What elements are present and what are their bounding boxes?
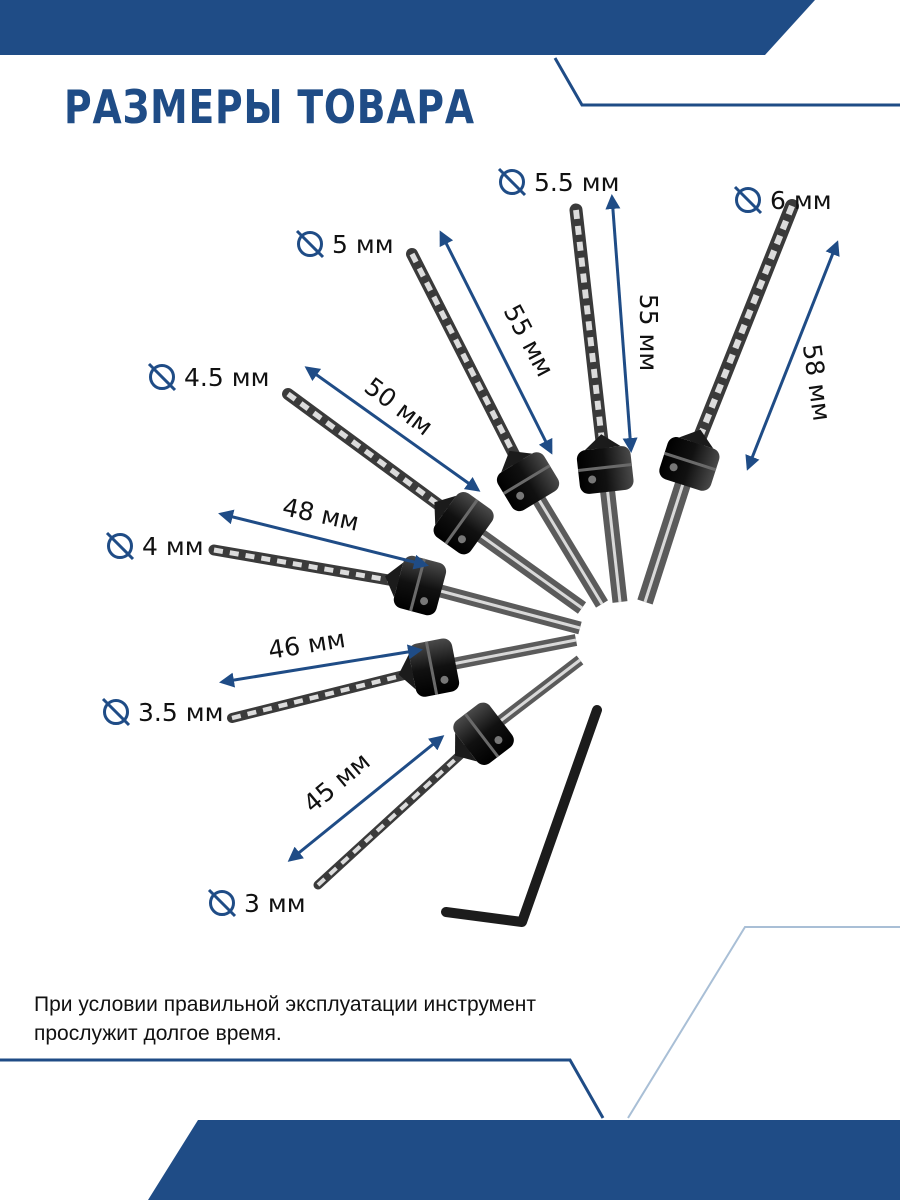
dimension-arrow-3mm (287, 735, 445, 862)
bit-shank-highlight (417, 583, 581, 630)
diameter-label-4mm: 4 мм (104, 530, 204, 562)
bit-shank-highlight (643, 461, 692, 603)
collar-ring (464, 712, 500, 758)
collar-screw (669, 463, 678, 472)
dimension-arrows (218, 194, 840, 862)
bit-shank-highlight (431, 638, 577, 670)
countersink-collar (496, 450, 560, 512)
diameter-label-4.5mm: 4.5 мм (146, 361, 269, 393)
collar-screw (420, 597, 429, 606)
bit-shank-highlight (525, 479, 604, 605)
usage-note: При условии правильной эксплуатации инст… (34, 993, 536, 1045)
dimension-arrow-4.5mm (304, 366, 481, 492)
collar-screw (494, 736, 503, 745)
countersink-cutter (434, 495, 457, 525)
countersink-cutter (454, 732, 478, 762)
countersink-cutter (501, 450, 533, 473)
collar-body (393, 555, 447, 616)
countersink-cutter (678, 429, 714, 449)
drill-bit (637, 199, 799, 605)
diameter-value: 4 мм (142, 531, 204, 561)
diameter-value: 3.5 мм (138, 697, 224, 727)
bit-flute (687, 204, 795, 464)
collar-screw (516, 491, 525, 500)
dimension-arrow-4mm (218, 509, 429, 570)
collar-screw (440, 675, 449, 684)
diameter-icon (147, 362, 177, 392)
bottom-accent-line (627, 926, 900, 1119)
collar-screw (457, 535, 466, 544)
top-band (0, 0, 815, 55)
diameter-label-3mm: 3 мм (206, 887, 306, 919)
bit-flute (573, 209, 608, 469)
diameter-value: 5 мм (332, 229, 394, 259)
top-accent-line (553, 57, 900, 107)
diameter-icon (497, 167, 527, 197)
diameter-value: 6 мм (770, 185, 832, 215)
collar-ring (444, 498, 479, 545)
countersink-collar (385, 555, 447, 616)
diameter-label-6mm: 6 мм (732, 184, 832, 216)
diameter-icon (207, 888, 237, 918)
collar-screw (588, 475, 597, 484)
diameter-icon (105, 531, 135, 561)
diameter-icon (101, 697, 131, 727)
drill-bit-group (208, 199, 799, 890)
page-title: РАЗМЕРЫ ТОВАРА (64, 80, 475, 134)
length-label-5.5mm: 55 мм (634, 293, 664, 372)
diameter-value: 5.5 мм (534, 167, 620, 197)
diameter-value: 4.5 мм (184, 362, 270, 392)
diameter-value: 3 мм (244, 888, 306, 918)
countersink-collar (659, 429, 720, 491)
collar-ring (663, 451, 717, 472)
diameter-icon (733, 185, 763, 215)
hex-key (441, 705, 602, 927)
collar-ring (409, 558, 426, 612)
dimension-arrow-5.5mm (605, 194, 638, 453)
diameter-label-5mm: 5 мм (294, 228, 394, 260)
collar-body (496, 452, 560, 512)
bit-body (683, 199, 799, 469)
countersink-collar (453, 702, 514, 765)
collar-ring (577, 463, 632, 472)
countersink-collar (576, 434, 634, 494)
drill-bit (569, 203, 634, 603)
dimension-arrow-5mm (439, 230, 553, 455)
collar-body (659, 437, 720, 491)
bit-shank-highlight (461, 520, 583, 610)
bottom-band (148, 1120, 900, 1200)
collar-ring (502, 464, 551, 495)
collar-ring (424, 641, 439, 695)
collar-body (408, 638, 460, 697)
countersink-cutter (385, 562, 404, 598)
countersink-collar (398, 638, 460, 697)
bit-flute (231, 665, 433, 721)
dimension-arrow-3.5mm (219, 644, 423, 688)
diameter-label-3.5mm: 3.5 мм (100, 696, 223, 728)
diameter-label-5.5mm: 5.5 мм (496, 166, 619, 198)
countersink-collar (433, 491, 494, 555)
diameter-icon (295, 229, 325, 259)
bottom-thin-line (0, 1058, 605, 1119)
dimension-arrow-6mm (745, 240, 840, 471)
